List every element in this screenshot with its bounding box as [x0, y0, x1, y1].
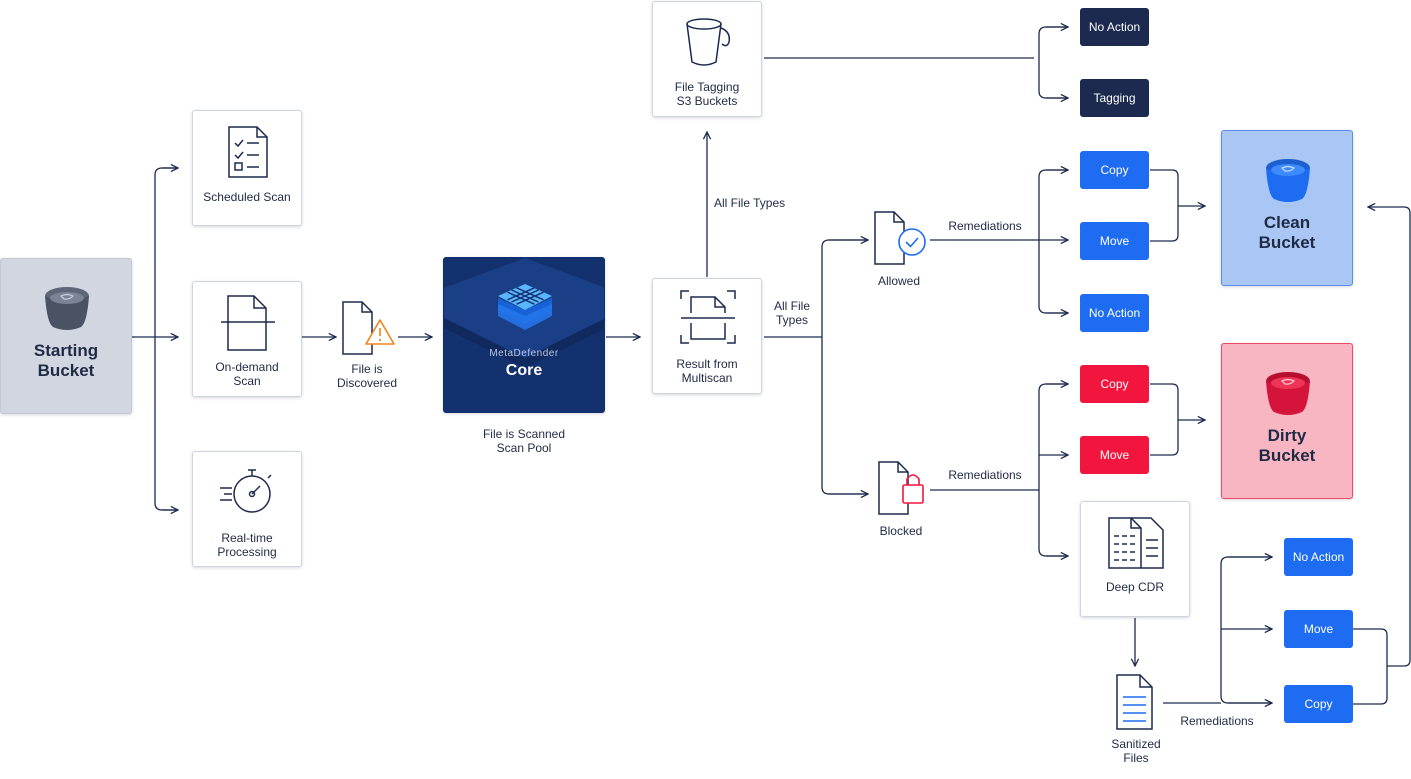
file-scanned-label: File is Scanned Scan Pool: [482, 427, 566, 455]
blocked-label: Blocked: [879, 524, 923, 538]
metadefender-core-node[interactable]: MetaDefender Core: [443, 257, 605, 413]
scheduled-scan-node[interactable]: Scheduled Scan: [192, 110, 302, 226]
realtime-processing-node[interactable]: Real-time Processing: [192, 451, 302, 567]
checklist-icon: [228, 126, 268, 178]
file-allowed-icon: [874, 211, 926, 265]
file-tagging-node[interactable]: File Tagging S3 Buckets: [652, 1, 762, 117]
result-multiscan-label: Result from Multiscan: [676, 357, 738, 385]
stopwatch-icon: [220, 469, 272, 513]
sanitized-copy-button[interactable]: Copy: [1284, 685, 1353, 723]
dirty-bucket-node: Dirty Bucket: [1221, 343, 1353, 499]
starting-bucket-node: Starting Bucket: [0, 258, 132, 414]
sanitized-move-button[interactable]: Move: [1284, 610, 1353, 648]
edge-label-all-file-types-up: All File Types: [714, 196, 786, 210]
tag-no-action-button[interactable]: No Action: [1080, 8, 1149, 46]
allowed-copy-button[interactable]: Copy: [1080, 151, 1149, 189]
clean-bucket-icon: [1266, 159, 1310, 202]
allowed-label: Allowed: [877, 274, 921, 288]
deep-cdr-label: Deep CDR: [1105, 580, 1165, 594]
deep-cdr-node[interactable]: Deep CDR: [1080, 501, 1190, 617]
on-demand-scan-label: On-demand Scan: [215, 360, 279, 388]
on-demand-scan-node[interactable]: On-demand Scan: [192, 281, 302, 397]
blocked-copy-button[interactable]: Copy: [1080, 365, 1149, 403]
dirty-bucket-icon: [1266, 372, 1310, 415]
allowed-move-button[interactable]: Move: [1080, 222, 1149, 260]
file-blocked-icon: [878, 461, 924, 515]
core-title-label: Core: [505, 362, 543, 379]
s3-bucket-icon: [686, 18, 731, 66]
core-cube-icon: [498, 284, 552, 330]
edge-label-remediations-allowed: Remediations: [948, 219, 1022, 233]
deep-cdr-icon: [1108, 517, 1164, 569]
dirty-bucket-label: Dirty Bucket: [1258, 426, 1316, 465]
bucket-icon: [45, 287, 89, 330]
allowed-no-action-button[interactable]: No Action: [1080, 294, 1149, 332]
tag-tagging-button[interactable]: Tagging: [1080, 79, 1149, 117]
document-scan-icon: [221, 295, 275, 351]
sanitized-files-label: Sanitized Files: [1111, 737, 1161, 765]
edge-label-remediations-blocked: Remediations: [948, 468, 1022, 482]
scan-result-icon: [680, 290, 736, 344]
realtime-processing-label: Real-time Processing: [217, 531, 277, 559]
core-brand-label: MetaDefender: [489, 348, 559, 359]
sanitized-no-action-button[interactable]: No Action: [1284, 538, 1353, 576]
scheduled-scan-label: Scheduled Scan: [203, 190, 291, 204]
edge-label-remediations-sanitized: Remediations: [1180, 714, 1254, 728]
sanitized-file-icon: [1116, 674, 1153, 730]
file-tagging-label: File Tagging S3 Buckets: [674, 80, 740, 108]
clean-bucket-label: Clean Bucket: [1258, 213, 1316, 252]
blocked-move-button[interactable]: Move: [1080, 436, 1149, 474]
starting-bucket-label: Starting Bucket: [33, 341, 99, 380]
file-discovered-label: File is Discovered: [336, 362, 398, 390]
edge-label-all-file-types-right: All File Types: [773, 299, 810, 327]
file-warning-icon: [342, 301, 395, 355]
result-multiscan-node[interactable]: Result from Multiscan: [652, 278, 762, 394]
clean-bucket-node: Clean Bucket: [1221, 130, 1353, 286]
